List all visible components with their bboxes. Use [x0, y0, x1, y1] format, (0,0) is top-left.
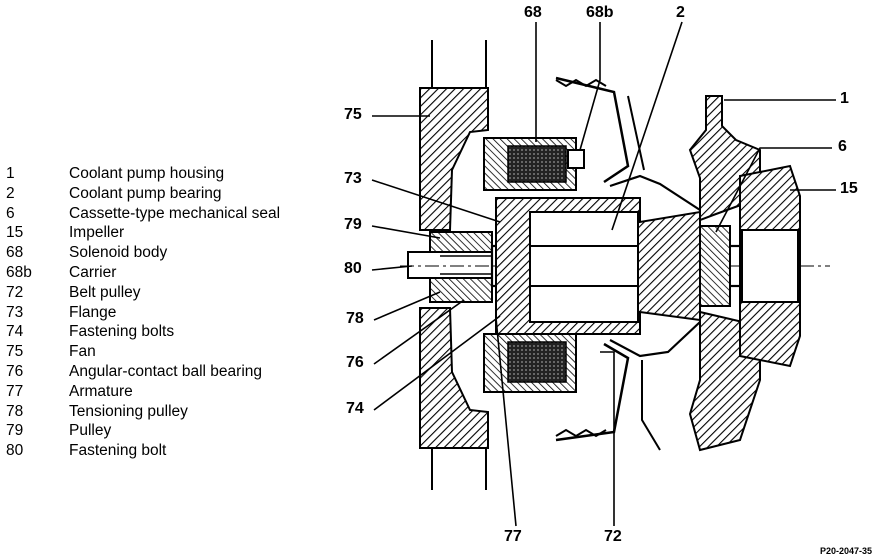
legend-number: 74 [6, 323, 24, 341]
housing-contour [609, 174, 701, 211]
legend-label: Fastening bolt [69, 442, 167, 460]
callout-73: 73 [344, 170, 362, 187]
legend-label: Armature [69, 382, 133, 400]
fan-upper [419, 87, 489, 231]
legend-label: Solenoid body [69, 244, 168, 262]
legend-label: Belt pulley [69, 283, 141, 301]
legend-label: Flange [69, 303, 117, 321]
legend-item-75: 75 Fan [6, 342, 280, 362]
fan-lower [419, 307, 489, 449]
legend-label: Coolant pump housing [69, 165, 225, 182]
legend-number: 68b [6, 263, 32, 281]
legend-label: Fastening bolts [69, 323, 175, 341]
legend-label: Fan [69, 343, 96, 361]
figure-reference: P20-2047-35 [819, 546, 872, 556]
legend-item-6: 6 Cassette-type mechanical seal [6, 204, 280, 224]
legend-number: 1 [6, 165, 15, 182]
legend-item-72: 72 Belt pulley [6, 283, 280, 303]
carrier-bolt [567, 149, 585, 169]
callout-2: 2 [676, 4, 685, 21]
legend-label: Impeller [69, 224, 125, 242]
legend-number: 72 [6, 283, 24, 301]
callout-15: 15 [840, 180, 858, 197]
legend-label: Cassette-type mechanical seal [69, 204, 281, 222]
callout-68b: 68b [586, 4, 614, 21]
legend-label: Tensioning pulley [69, 402, 188, 420]
leader-line-73 [371, 179, 501, 223]
legend-item-1: 1 Coolant pump housing [6, 164, 280, 184]
leader-line-74 [373, 315, 501, 411]
solenoid-coil-upper [507, 145, 567, 183]
parts-legend: 1 Coolant pump housing 2 Coolant pump bear… [6, 164, 280, 461]
impeller-hub [741, 229, 799, 303]
legend-number: 2 [6, 184, 15, 202]
callout-68: 68 [524, 4, 542, 21]
legend-label: Coolant pump bearing [69, 184, 222, 202]
legend-item-76: 76 Angular-contact ball bearing [6, 362, 280, 382]
leader-line-72 [600, 351, 615, 526]
legend-item-68: 68 Solenoid body [6, 243, 280, 263]
legend-number: 79 [6, 422, 24, 440]
callout-1: 1 [840, 90, 849, 107]
legend-number: 68 [6, 244, 24, 262]
mechanical-seal [699, 225, 731, 307]
legend-number: 77 [6, 382, 24, 400]
callout-75: 75 [344, 106, 362, 123]
callout-72: 72 [604, 528, 622, 545]
callout-76: 76 [346, 354, 364, 371]
callout-6: 6 [838, 138, 847, 155]
coolant-pump-bearing [529, 211, 639, 323]
leader-line-76 [373, 299, 465, 365]
legend-number: 73 [6, 303, 24, 321]
legend-item-73: 73 Flange [6, 303, 280, 323]
leader-line-77 [495, 317, 517, 527]
legend-item-80: 80 Fastening bolt [6, 441, 280, 461]
legend-number: 6 [6, 204, 15, 222]
belt-ribs-lower [555, 428, 607, 438]
legend-item-74: 74 Fastening bolts [6, 322, 280, 342]
legend-label: Pulley [69, 422, 112, 440]
legend-number: 76 [6, 362, 24, 380]
legend-item-68b: 68b Carrier [6, 263, 280, 283]
legend-item-77: 77 Armature [6, 382, 280, 402]
legend-number: 80 [6, 442, 24, 460]
legend-number: 78 [6, 402, 24, 420]
callout-78: 78 [346, 310, 364, 327]
callout-79: 79 [344, 216, 362, 233]
legend-number: 75 [6, 343, 24, 361]
leader-line-68b [579, 22, 601, 151]
legend-number: 15 [6, 224, 24, 242]
belt-pulley-lower [555, 342, 630, 442]
leader-line-78 [373, 291, 441, 321]
belt-ribs-upper [555, 78, 607, 88]
legend-item-79: 79 Pulley [6, 421, 280, 441]
leader-line-80 [371, 265, 413, 271]
housing-contour [609, 321, 701, 358]
callout-77: 77 [504, 528, 522, 545]
housing-contour [627, 95, 661, 451]
solenoid-coil-lower [507, 341, 567, 383]
legend-item-78: 78 Tensioning pulley [6, 402, 280, 422]
legend-item-15: 15 Impeller [6, 223, 280, 243]
legend-label: Carrier [69, 263, 117, 281]
leader-line-79 [371, 225, 441, 239]
legend-label: Angular-contact ball bearing [69, 362, 263, 380]
callout-80: 80 [344, 260, 362, 277]
leader-line-2 [611, 21, 683, 231]
legend-item-2: 2 Coolant pump bearing [6, 184, 280, 204]
callout-74: 74 [346, 400, 364, 417]
leader-line-6 [715, 147, 832, 233]
